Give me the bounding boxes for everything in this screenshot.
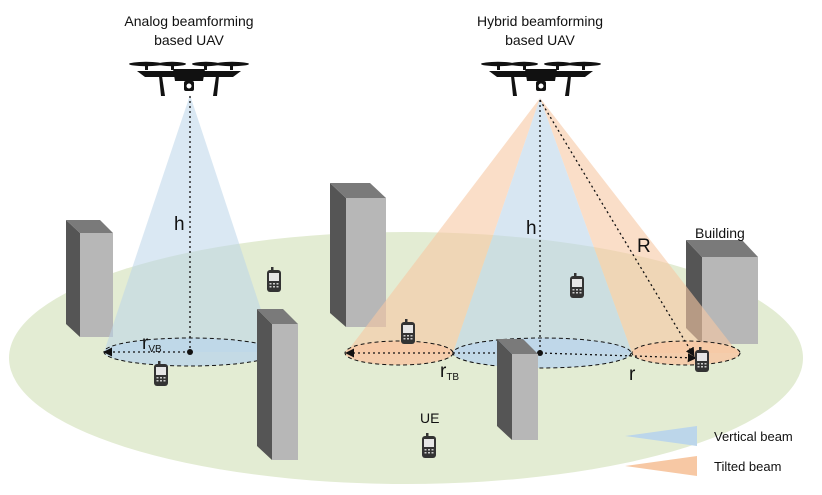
legend-tilted-swatch	[625, 456, 697, 476]
analog-title-line2: based UAV	[154, 32, 224, 48]
ue-label: UE	[420, 410, 440, 426]
vertical-beam-right	[453, 98, 632, 353]
drone-icon	[481, 61, 601, 96]
phone-icon	[695, 347, 709, 372]
vertical-beam-left	[104, 95, 275, 352]
building-label: Building	[695, 225, 745, 241]
radius-vb-label: rVB	[142, 333, 162, 355]
radius-tb-main: r	[440, 361, 447, 382]
radius-vb-sub: VB	[148, 344, 162, 355]
coverage-tb-right	[631, 340, 741, 366]
radius-tb-sub: TB	[446, 372, 460, 383]
phone-icon	[267, 267, 281, 292]
building-left-front	[257, 309, 298, 460]
drone-icon	[129, 61, 249, 96]
analog-title-line1: Analog beamforming	[124, 13, 254, 29]
analog-uav-title: Analog beamforming based UAV	[104, 12, 274, 50]
height-label-right: h	[526, 218, 537, 239]
height-label-left: h	[174, 214, 185, 235]
phone-icon	[570, 273, 584, 298]
legend-tilted-label: Tilted beam	[714, 459, 782, 474]
radius-vb-main: r	[142, 333, 149, 354]
hybrid-uav-title: Hybrid beamforming based UAV	[455, 12, 625, 50]
phone-icon	[422, 433, 436, 458]
radius-tb-label: rTB	[440, 361, 459, 383]
building-left-back	[66, 220, 113, 337]
radius-r-label: r	[629, 364, 636, 385]
phone-icon	[401, 319, 415, 344]
legend-vertical-swatch	[625, 426, 697, 446]
slant-range-label: R	[637, 236, 651, 257]
legend-vertical-label: Vertical beam	[714, 429, 793, 444]
building-center-front	[497, 339, 538, 440]
tilted-beam-right	[540, 98, 738, 353]
hybrid-title-line1: Hybrid beamforming	[476, 13, 604, 29]
radius-line-r	[539, 352, 697, 363]
tilted-beam-left	[346, 98, 540, 353]
building-center-back	[330, 183, 386, 327]
phone-icon	[154, 361, 168, 386]
hybrid-title-line2: based UAV	[505, 32, 575, 48]
